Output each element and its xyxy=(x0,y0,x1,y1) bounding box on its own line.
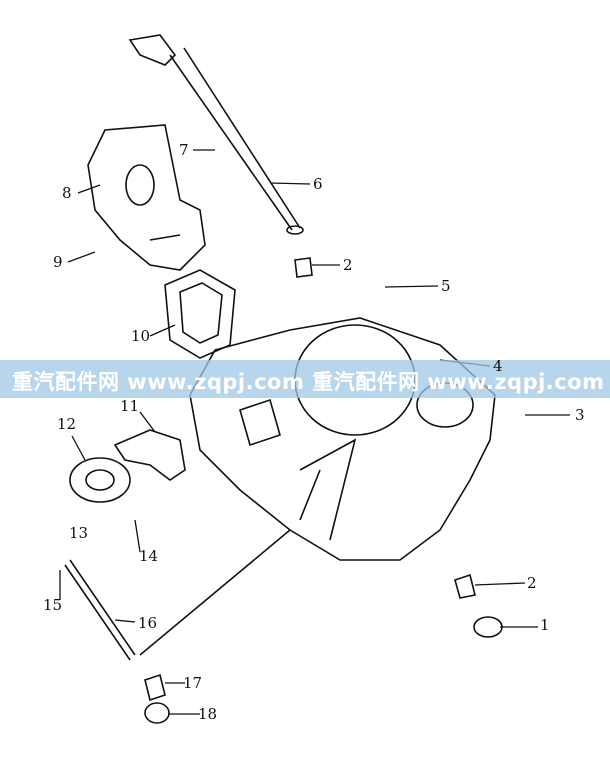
callout-1: 1 xyxy=(540,616,550,634)
callout-9: 9 xyxy=(53,253,63,271)
callout-16: 16 xyxy=(138,614,158,632)
callout-14: 14 xyxy=(139,547,159,565)
callout-2-top: 2 xyxy=(343,256,353,274)
callout-5: 5 xyxy=(441,277,451,295)
callout-12: 12 xyxy=(57,415,77,433)
gasket-part-10 xyxy=(164,269,236,359)
shift-lever-part-6 xyxy=(128,34,304,235)
callout-15: 15 xyxy=(43,596,63,614)
release-bearing-part-12 xyxy=(69,457,131,503)
callout-2-bottom: 2 xyxy=(527,574,537,592)
callout-3: 3 xyxy=(575,406,585,424)
callout-17: 17 xyxy=(183,674,203,692)
plug-part-1 xyxy=(473,616,503,638)
callout-8: 8 xyxy=(62,184,72,202)
rod-part-16 xyxy=(64,559,136,661)
cover-part-8 xyxy=(87,124,206,271)
bushing-part-2 xyxy=(454,573,476,599)
callout-4: 4 xyxy=(493,357,503,375)
cap-part-18 xyxy=(144,702,170,724)
callout-7: 7 xyxy=(179,141,189,159)
clutch-housing-part-4 xyxy=(189,317,496,561)
callout-11: 11 xyxy=(120,397,140,415)
watermark-banner xyxy=(0,360,610,398)
callout-18: 18 xyxy=(198,705,218,723)
watermark-text: 重汽配件网 www.zqpj.com 重汽配件网 www.zqpj.com xyxy=(12,370,605,394)
leader-lines xyxy=(59,149,570,715)
bushing-part-17 xyxy=(144,673,166,702)
callout-13: 13 xyxy=(69,524,89,542)
callout-6: 6 xyxy=(313,175,323,193)
callout-10: 10 xyxy=(131,327,151,345)
release-fork-part-11 xyxy=(113,429,186,481)
pushrod xyxy=(139,529,291,656)
bushing-part-2b xyxy=(294,257,313,278)
